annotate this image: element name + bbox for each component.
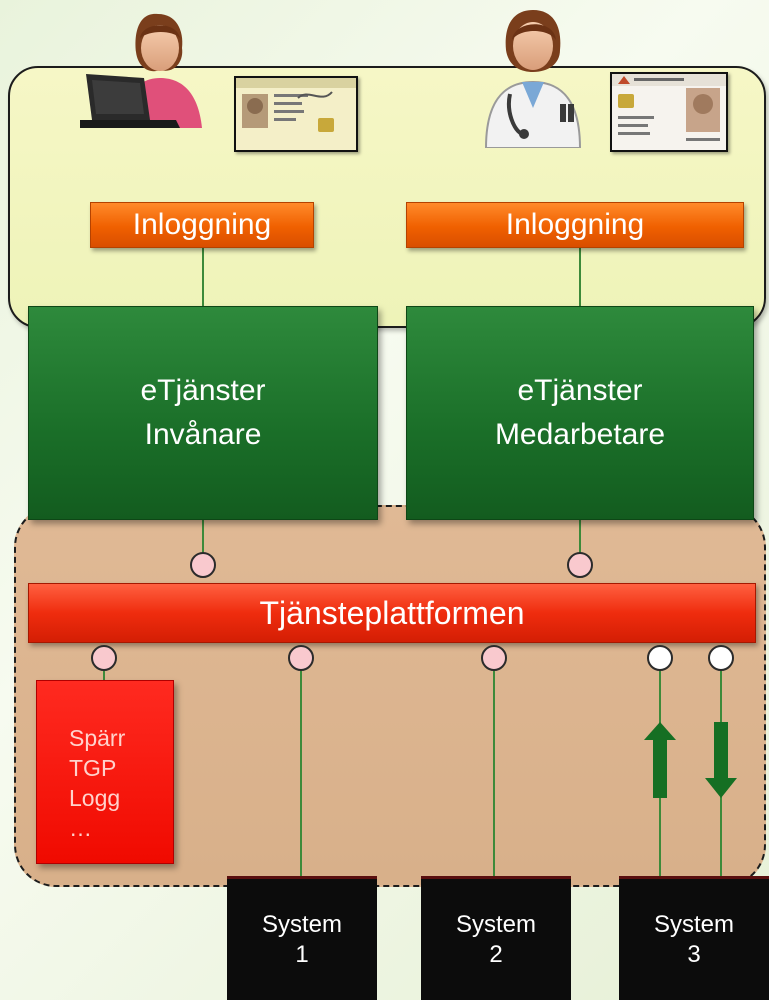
connector-line xyxy=(103,668,105,682)
employee-card-icon xyxy=(610,72,728,152)
service-connector xyxy=(567,552,593,578)
system-number: 3 xyxy=(687,940,701,968)
spar-tgp-logg-box: Spärr TGP Logg … xyxy=(36,680,174,864)
etjanster-invanare-box: eTjänster Invånare xyxy=(28,306,378,520)
service-connector xyxy=(708,645,734,671)
tjansteplattformen-bar: Tjänsteplattformen xyxy=(28,583,756,643)
service-item: Logg xyxy=(69,785,121,811)
connector-line xyxy=(579,240,581,310)
system-3-box: System 3 xyxy=(619,876,769,1000)
login-box-citizen: Inloggning xyxy=(90,202,314,248)
platform-label: Tjänsteplattformen xyxy=(259,594,525,631)
service-connector xyxy=(190,552,216,578)
login-label: Inloggning xyxy=(132,208,272,241)
doctor-with-stethoscope-icon xyxy=(478,8,588,149)
connector-line xyxy=(579,520,581,556)
service-item: TGP xyxy=(69,755,117,781)
id-card-icon xyxy=(234,76,358,152)
connector-line xyxy=(493,668,495,878)
service-item: … xyxy=(69,815,92,841)
service-connector xyxy=(288,645,314,671)
etjanster-title: eTjänster xyxy=(517,374,643,407)
login-label: Inloggning xyxy=(505,208,645,241)
person-at-laptop-icon xyxy=(80,8,220,128)
system-1-box: System 1 xyxy=(227,876,377,1000)
arrow-down-icon xyxy=(705,722,737,798)
connector-line xyxy=(202,520,204,556)
arrow-up-icon xyxy=(644,722,676,798)
service-connector xyxy=(647,645,673,671)
system-number: 1 xyxy=(295,940,309,968)
service-connector xyxy=(91,645,117,671)
etjanster-subtitle: Medarbetare xyxy=(494,418,666,451)
service-connector xyxy=(481,645,507,671)
service-item: Spärr xyxy=(69,725,126,751)
etjanster-medarbetare-box: eTjänster Medarbetare xyxy=(406,306,754,520)
connector-line xyxy=(202,240,204,310)
system-number: 2 xyxy=(489,940,503,968)
etjanster-subtitle: Invånare xyxy=(144,418,262,451)
system-label: System xyxy=(455,910,536,938)
system-label: System xyxy=(261,910,342,938)
system-2-box: System 2 xyxy=(421,876,571,1000)
etjanster-title: eTjänster xyxy=(140,374,266,407)
login-box-employee: Inloggning xyxy=(406,202,744,248)
system-label: System xyxy=(653,910,734,938)
connector-line xyxy=(300,668,302,878)
